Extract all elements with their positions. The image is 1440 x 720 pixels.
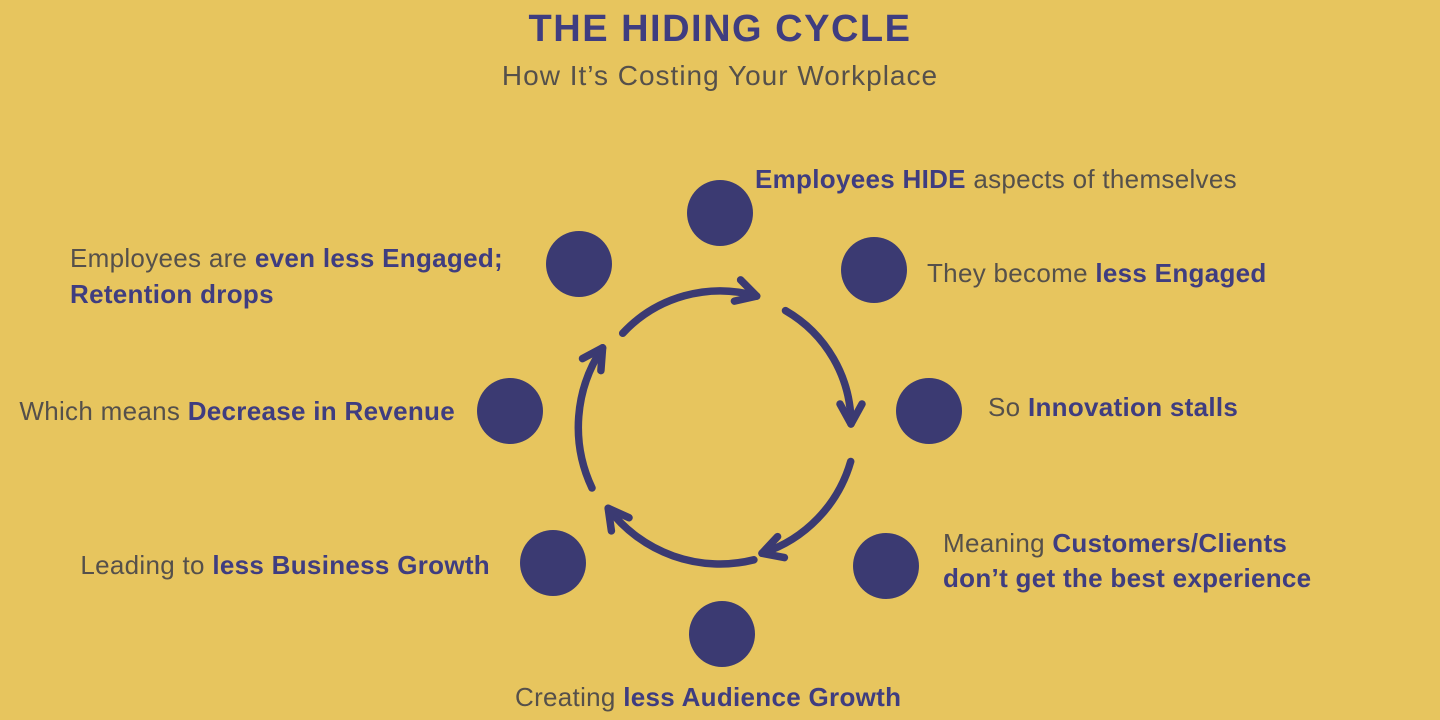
label-text: Leading to <box>80 550 213 580</box>
cycle-arrow-left-head <box>578 344 607 375</box>
cycle-step-label-business-growth: Leading to less Business Growth <box>80 548 490 583</box>
cycle-node-dot-left <box>477 378 543 444</box>
label-text: even less Engaged; <box>254 243 504 273</box>
cycle-arrow-top-head <box>730 276 761 305</box>
page-subtitle: How It’s Costing Your Workplace <box>501 60 939 91</box>
label-text: Employees HIDE <box>755 164 966 194</box>
page-title: THE HIDING CYCLE <box>528 8 912 50</box>
label-text: aspects of themselves <box>965 164 1237 194</box>
cycle-arrow-bottom-left-head <box>604 504 633 535</box>
cycle-step-label-innovation-stalls: So Innovation stalls <box>988 390 1238 425</box>
cycle-node-dot-top-right <box>841 237 907 303</box>
cycle-node-dot-top-left <box>546 231 612 297</box>
label-text: Innovation stalls <box>1027 392 1239 422</box>
cycle-step-label-audience-growth: Creating less Audience Growth <box>515 680 901 715</box>
label-text: They become <box>927 258 1096 288</box>
label-text: Customers/Clients <box>1052 528 1288 558</box>
label-line: don’t get the best experience <box>943 561 1311 596</box>
label-line: Meaning Customers/Clients <box>943 526 1311 561</box>
label-text: don’t get the best experience <box>943 563 1312 593</box>
cycle-step-label-decrease-revenue: Which means Decrease in Revenue <box>19 394 455 429</box>
cycle-arrow-top <box>618 287 761 338</box>
cycle-step-label-less-engaged: They become less Engaged <box>927 256 1267 291</box>
cycle-arrow-bottom-left <box>604 504 758 568</box>
cycle-arrow-left <box>574 344 607 492</box>
cycle-node-dot-bottom-right <box>853 533 919 599</box>
label-text: Meaning <box>943 528 1053 558</box>
label-text: less Engaged <box>1095 258 1267 288</box>
cycle-node-dot-bottom-left <box>520 530 586 596</box>
label-text: Decrease in Revenue <box>187 396 455 426</box>
cycle-step-label-customers-experience: Meaning Customers/Clients don’t get the … <box>943 526 1311 596</box>
label-text: So <box>988 392 1028 422</box>
label-text: Employees are <box>70 243 255 273</box>
cycle-step-label-employees-hide: Employees HIDE aspects of themselves <box>755 162 1237 197</box>
cycle-step-label-retention-drops: Employees are even less Engaged; Retenti… <box>70 240 503 312</box>
label-line: Employees are even less Engaged; <box>70 240 503 276</box>
cycle-arrow-bottom-right <box>758 457 855 558</box>
label-text: Creating <box>515 682 624 712</box>
cycle-arrow-bottom-right-head <box>758 532 789 562</box>
label-text: Retention drops <box>70 279 274 309</box>
cycle-node-dot-bottom <box>689 601 755 667</box>
label-text: Which means <box>19 396 188 426</box>
label-text: less Business Growth <box>212 550 490 580</box>
cycle-arrow-right <box>781 306 855 428</box>
label-text: less Audience Growth <box>623 682 902 712</box>
label-line: Retention drops <box>70 276 503 312</box>
cycle-arrow-right-head <box>836 400 866 428</box>
cycle-node-dot-right <box>896 378 962 444</box>
cycle-node-dot-top <box>687 180 753 246</box>
